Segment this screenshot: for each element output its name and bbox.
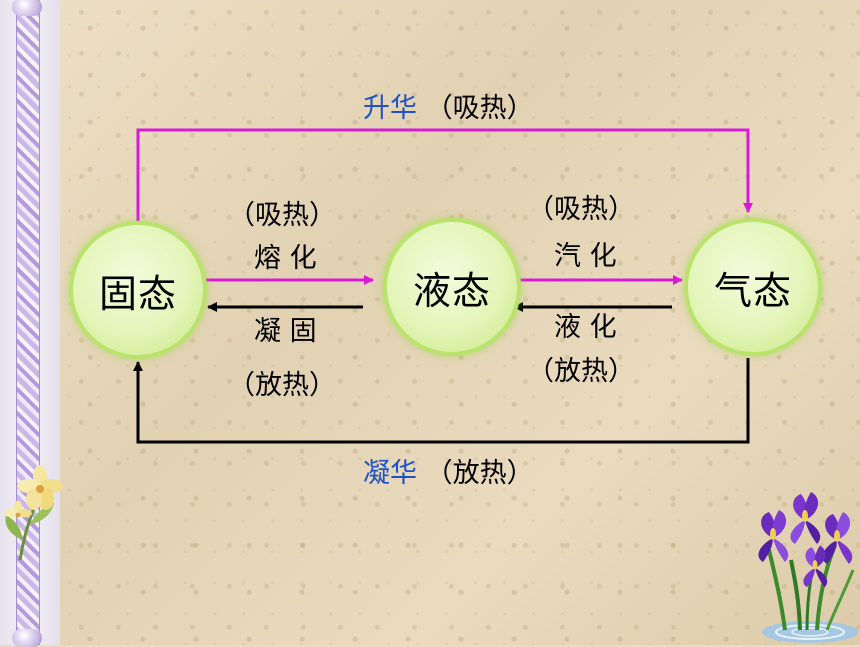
sublimation-process: 升华 [363,93,417,124]
pole-knob-top [12,0,42,16]
melting-heat: （吸热） [228,200,336,231]
freezing-process: 凝 固 [254,316,317,347]
sublimation-heat: （吸热） [425,93,534,124]
purple-iris-icon [758,492,858,643]
deposition-heat: （放热） [425,458,534,489]
solid-label: 固态 [98,271,177,316]
condensation-heat: （放热） [527,356,635,387]
vaporization-process: 汽 化 [554,241,617,272]
liquid-label: 液态 [412,268,491,313]
deposition-arrow [133,358,750,444]
liquid-node: 液态 [387,222,517,352]
gas-label: 气态 [713,268,792,313]
gas-node: 气态 [688,222,818,352]
yellow-flower-icon [4,465,63,561]
vaporization-heat: （吸热） [527,194,635,225]
melting-process: 熔 化 [254,243,317,274]
sublimation-arrow [136,128,753,222]
left-border-strip [0,0,60,647]
condensation-process: 液 化 [554,312,617,343]
pole-knob-bottom [12,629,42,647]
deposition-label: 凝华 （放热） [363,460,534,487]
deposition-process: 凝华 [363,458,417,489]
freezing-heat: （放热） [228,370,336,401]
sublimation-label: 升华 （吸热） [363,95,534,122]
solid-node: 固态 [73,225,203,355]
